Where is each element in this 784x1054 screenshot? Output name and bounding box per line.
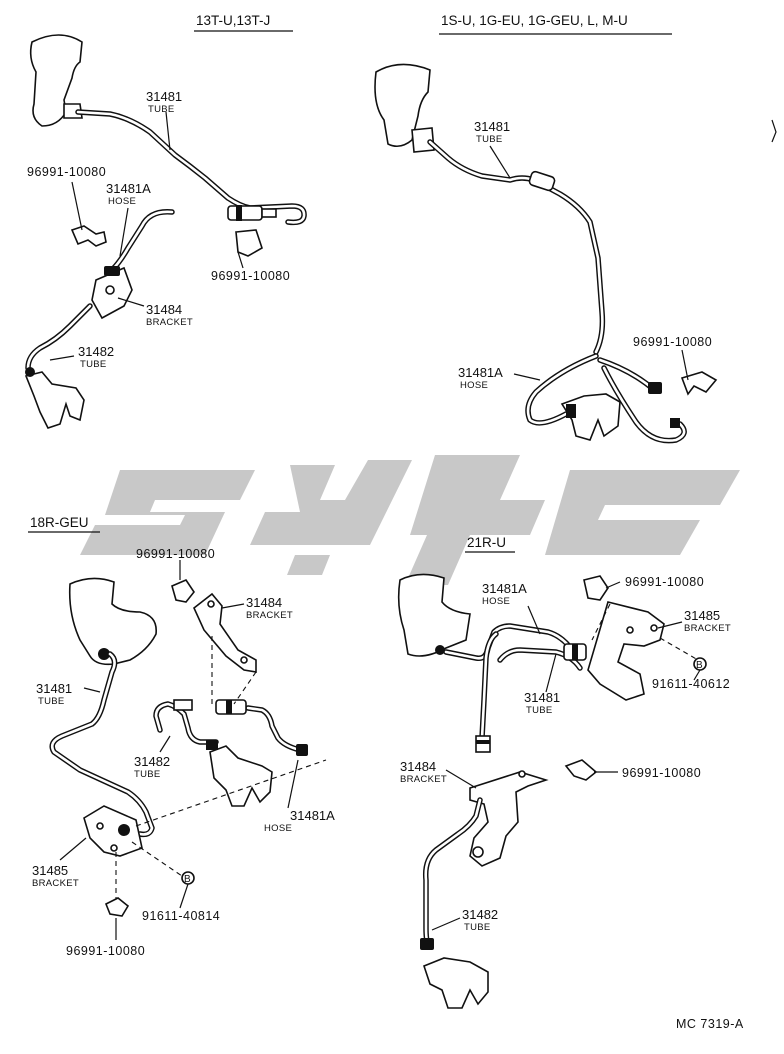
part-number: 31484 [400, 759, 436, 774]
part-number: 96991-10080 [66, 944, 145, 958]
marker-b: B [696, 660, 703, 671]
part-number: 31484 [146, 302, 182, 317]
part-number: 31481A [458, 365, 503, 380]
part-number: 96991-10080 [27, 165, 106, 179]
header-top-left: 13T-U,13T-J [194, 13, 293, 32]
part-number: 31481 [474, 119, 510, 134]
part-description: HOSE [264, 823, 292, 834]
part-description: BRACKET [32, 878, 79, 889]
master-cylinder [29, 34, 83, 127]
master-cylinder [397, 573, 471, 657]
part-number: 31481A [482, 581, 527, 596]
header-bottom-left: 18R-GEU [28, 515, 100, 533]
section-header: 21R-U [467, 535, 506, 550]
watermark-logo [80, 455, 740, 585]
part-number: 96991-10080 [136, 547, 215, 561]
part-description: BRACKET [400, 774, 447, 785]
part-description: TUBE [80, 359, 107, 370]
part-description: BRACKET [146, 317, 193, 328]
header-bottom-right: 21R-U [465, 535, 515, 553]
part-number: 31482 [134, 754, 170, 769]
diagram-bottom-left: B 96991-10080 31484 BRACKET 31481 TUBE 3… [32, 547, 335, 958]
diagram-top-left: 31481 TUBE 96991-10080 31481A HOSE 96991… [24, 34, 307, 429]
diagram-bottom-right: B 31481A HOSE 96991-10080 31485 BRACKET … [397, 573, 731, 1009]
part-number: 91611-40612 [652, 677, 730, 691]
diagram-top-right: 31481 TUBE 96991-10080 31481A HOSE [374, 63, 777, 444]
part-number: 31481A [290, 808, 335, 823]
part-description: TUBE [476, 134, 503, 145]
master-cylinder [374, 63, 431, 148]
footer-code: MC 7319-A [676, 1017, 744, 1031]
section-header: 13T-U,13T-J [196, 13, 270, 28]
part-number: 31485 [32, 863, 68, 878]
part-description: TUBE [464, 922, 491, 933]
part-description: TUBE [148, 104, 175, 115]
part-number: 31481A [106, 181, 151, 196]
part-number: 31481 [146, 89, 182, 104]
header-top-right: 1S-U, 1G-EU, 1G-GEU, L, M-U [439, 13, 672, 35]
part-description: BRACKET [684, 623, 731, 634]
marker-b: B [184, 874, 191, 885]
part-number: 91611-40814 [142, 909, 220, 923]
part-description: TUBE [134, 769, 161, 780]
part-description: HOSE [482, 596, 510, 607]
part-number: 31482 [462, 907, 498, 922]
part-description: HOSE [460, 380, 488, 391]
part-number: 96991-10080 [633, 335, 712, 349]
part-description: HOSE [108, 196, 136, 207]
section-header: 1S-U, 1G-EU, 1G-GEU, L, M-U [441, 13, 628, 28]
part-description: TUBE [526, 705, 553, 716]
part-number: 31484 [246, 595, 282, 610]
part-description: TUBE [38, 696, 65, 707]
part-number: 31481 [36, 681, 72, 696]
part-number: 31481 [524, 690, 560, 705]
master-cylinder [68, 577, 157, 666]
part-number: 31485 [684, 608, 720, 623]
part-number: 96991-10080 [622, 766, 701, 780]
section-header: 18R-GEU [30, 515, 89, 530]
part-description: BRACKET [246, 610, 293, 621]
part-number: 31482 [78, 344, 114, 359]
part-number: 96991-10080 [211, 269, 290, 283]
part-number: 96991-10080 [625, 575, 704, 589]
